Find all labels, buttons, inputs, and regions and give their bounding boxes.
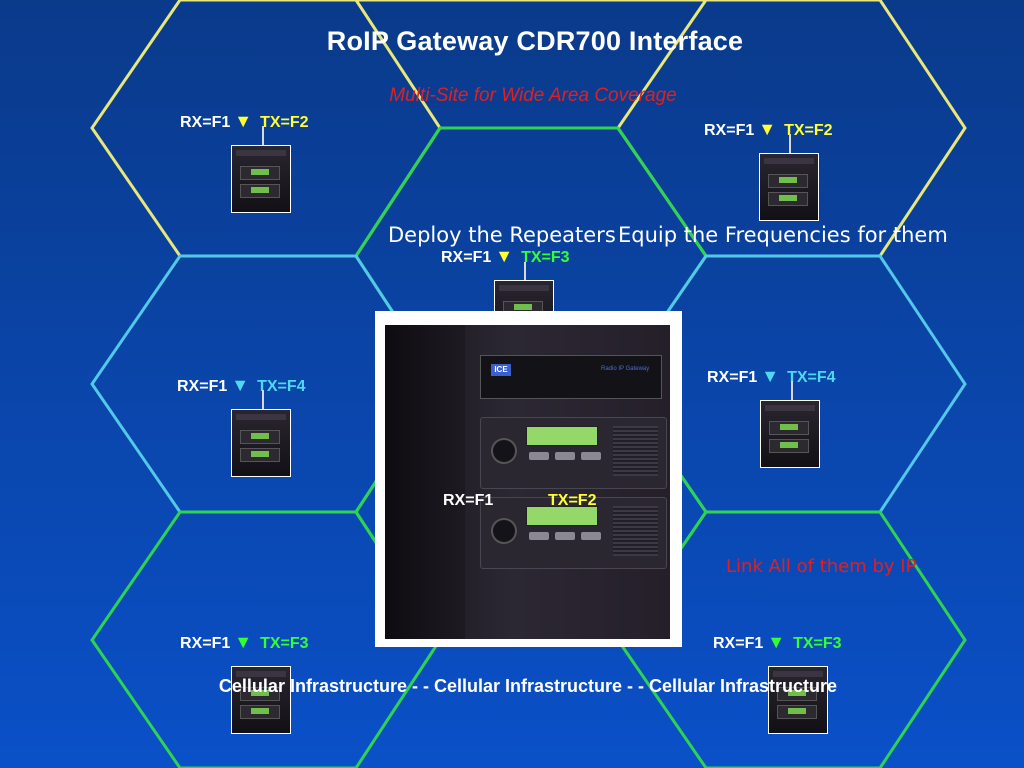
antenna-icon [791,381,793,401]
gateway-brand: Radio IP Gateway [601,366,650,372]
rx-label: RX=F1 [180,635,231,652]
repeater-icon [768,666,828,734]
antenna-icon [262,126,264,146]
gateway-radio-lower [480,497,667,569]
arrow-down-icon: ▼ [495,246,514,266]
gateway-logo: ICE [491,364,511,376]
gateway-radio-upper [480,417,667,489]
arrow-down-icon: ▼ [231,375,250,395]
arrow-down-icon: ▼ [767,632,786,652]
repeater-icon [759,153,819,221]
repeater-icon [231,145,291,213]
tx-label: TX=F4 [257,378,306,395]
arrow-down-icon: ▼ [758,119,777,139]
slide-title: RoIP Gateway CDR700 Interface [326,26,744,56]
arrow-down-icon: ▼ [234,632,253,652]
antenna-icon [789,134,791,154]
deploy-callout: Deploy the Repeaters [388,223,616,247]
tx-label: TX=F3 [521,249,570,266]
rx-label: RX=F1 [177,378,228,395]
rx-label: RX=F1 [441,249,492,266]
cell-label-mid-right: RX=F1▼ TX=F4 [707,366,836,387]
link-ip-callout: Link All of them by IP [726,556,917,577]
equip-callout: Equip the Frequencies for them [618,223,948,247]
cell-label-bottom-left: RX=F1▼ TX=F3 [180,632,309,653]
cell-label-bottom-right: RX=F1▼ TX=F3 [713,632,842,653]
repeater-icon [231,409,291,477]
cell-label-mid-left: RX=F1▼ TX=F4 [177,375,306,396]
rx-label: RX=F1 [180,114,231,131]
cell-label-center: RX=F1▼ TX=F3 [441,246,570,267]
hex-cell-bottom-left [90,510,442,768]
cell-label-top-left: RX=F1▼ TX=F2 [180,111,309,132]
cell-label-top-right: RX=F1▼ TX=F2 [704,119,833,140]
tx-label: TX=F3 [793,635,842,652]
antenna-icon [262,390,264,410]
repeater-icon [231,666,291,734]
repeater-icon [760,400,820,468]
slide-subtitle: Multi-Site for Wide Area Coverage [389,85,677,106]
tx-label: TX=F2 [260,114,309,131]
tx-label: TX=F4 [787,369,836,386]
rx-label: RX=F1 [704,122,755,139]
rx-label: RX=F1 [713,635,764,652]
gateway-tx-label: TX=F2 [548,492,597,509]
tx-label: TX=F3 [260,635,309,652]
arrow-down-icon: ▼ [234,111,253,131]
antenna-icon [524,262,526,282]
gateway-front-panel: ICE Radio IP Gateway [480,355,662,399]
footer-caption: Cellular Infrastructure - - Cellular Inf… [218,676,838,696]
arrow-down-icon: ▼ [761,366,780,386]
tx-label: TX=F2 [784,122,833,139]
roip-gateway-image: ICE Radio IP Gateway [375,311,682,647]
rx-label: RX=F1 [707,369,758,386]
gateway-rx-label: RX=F1 [443,492,494,509]
